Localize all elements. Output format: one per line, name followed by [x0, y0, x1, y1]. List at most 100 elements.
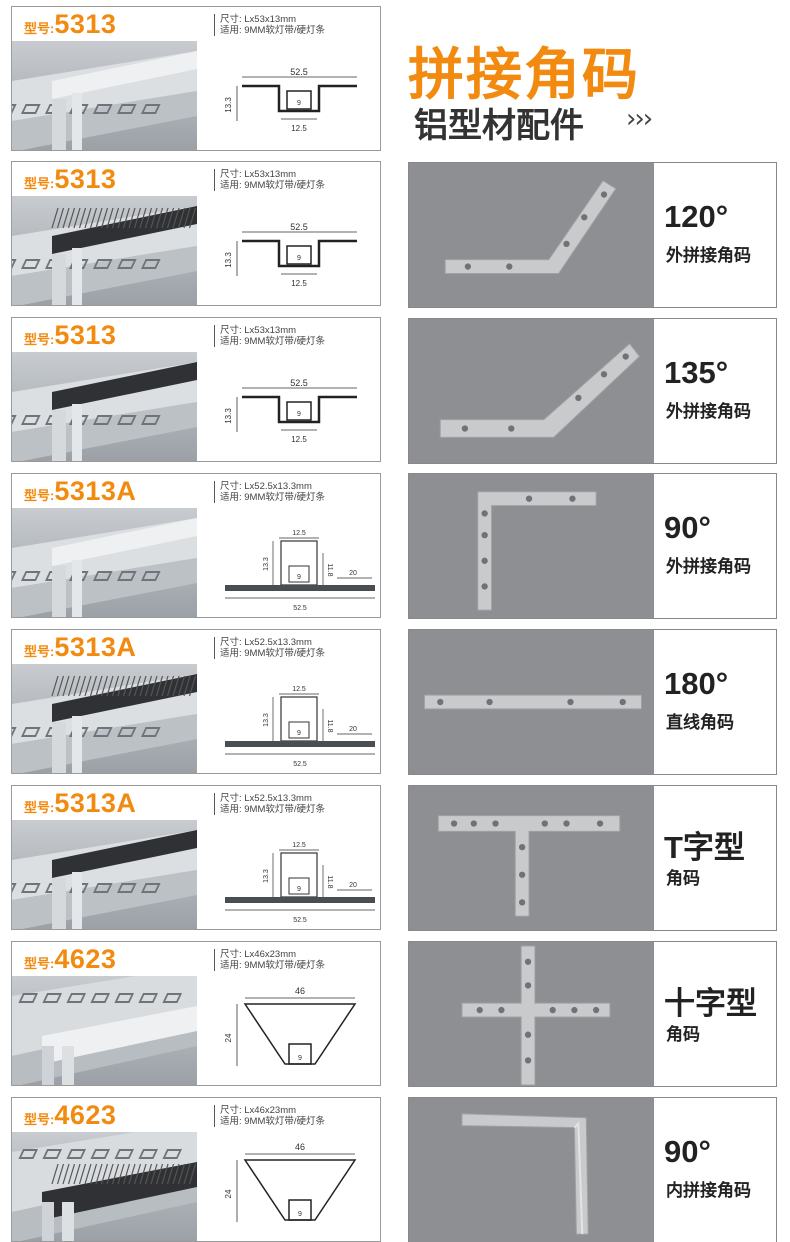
- dimension-label: 13.3: [263, 713, 270, 727]
- model-prefix: 型号:: [24, 1112, 55, 1127]
- dimension-label: 12.5: [291, 279, 307, 288]
- spec-block: 尺寸: Lx46x23mm 适用: 9MM软灯带/硬灯条: [214, 1105, 325, 1127]
- card-header: 型号:5313A 尺寸: Lx52.5x13.3mm 适用: 9MM软灯带/硬灯…: [12, 630, 380, 664]
- model-number: 5313A: [54, 788, 137, 818]
- model-prefix: 型号:: [24, 21, 55, 36]
- model-label: 型号:5313A: [24, 788, 136, 819]
- product-card: 型号:5313 尺寸: Lx53x13mm 适用: 9MM软灯带/硬灯条 52.…: [11, 6, 381, 151]
- dimension-label: 12.5: [292, 842, 306, 849]
- product-card: 型号:4623 尺寸: Lx46x23mm 适用: 9MM软灯带/硬灯条 46 …: [11, 1097, 381, 1242]
- dimension-label: 20: [349, 882, 357, 889]
- profile-photo: [12, 664, 197, 773]
- corner-plate-photo: [409, 163, 654, 307]
- spec-size: 尺寸: Lx46x23mm: [220, 949, 297, 960]
- spec-usage: 适用: 9MM软灯带/硬灯条: [220, 180, 326, 191]
- product-card: 型号:5313 尺寸: Lx53x13mm 适用: 9MM软灯带/硬灯条 52.…: [11, 161, 381, 306]
- dimension-label: 12.5: [291, 124, 307, 133]
- cross-section-drawing: 12.5 9 13.3 11.8 20 52.5: [197, 820, 380, 929]
- corner-label: 120° 外拼接角码: [664, 163, 776, 307]
- dimension-label: 52.5: [290, 378, 308, 388]
- dimension-label: 9: [297, 574, 301, 581]
- profile-photo: [12, 352, 197, 461]
- corner-angle: 135°: [664, 355, 729, 390]
- dimension-label: 52.5: [293, 761, 307, 768]
- model-number: 4623: [54, 944, 117, 974]
- corner-angle: 120°: [664, 199, 729, 234]
- corner-card: 180° 直线角码: [408, 629, 777, 775]
- spec-size: 尺寸: Lx52.5x13.3mm: [220, 793, 312, 804]
- corner-label: 135° 外拼接角码: [664, 319, 776, 463]
- corner-plate-photo: [409, 630, 654, 774]
- spec-block: 尺寸: Lx52.5x13.3mm 适用: 9MM软灯带/硬灯条: [214, 637, 325, 659]
- corner-plate-photo: [409, 786, 654, 930]
- spec-block: 尺寸: Lx53x13mm 适用: 9MM软灯带/硬灯条: [214, 14, 325, 36]
- header-arrows-icon: ›››: [626, 104, 653, 134]
- card-header: 型号:5313 尺寸: Lx53x13mm 适用: 9MM软灯带/硬灯条: [12, 7, 380, 41]
- card-header: 型号:4623 尺寸: Lx46x23mm 适用: 9MM软灯带/硬灯条: [12, 1098, 380, 1132]
- corner-type: 外拼接角码: [666, 402, 751, 422]
- dimension-label: 52.5: [293, 917, 307, 924]
- corner-type: 直线角码: [666, 713, 734, 733]
- spec-size: 尺寸: Lx53x13mm: [220, 169, 297, 180]
- spec-block: 尺寸: Lx53x13mm 适用: 9MM软灯带/硬灯条: [214, 169, 325, 191]
- product-card: 型号:5313A 尺寸: Lx52.5x13.3mm 适用: 9MM软灯带/硬灯…: [11, 629, 381, 774]
- corner-label: 180° 直线角码: [664, 630, 776, 774]
- corner-angle: T字型: [664, 830, 745, 865]
- corner-angle: 90°: [664, 1134, 711, 1169]
- header-title: 拼接角码: [408, 43, 640, 108]
- spec-block: 尺寸: Lx52.5x13.3mm 适用: 9MM软灯带/硬灯条: [214, 793, 325, 815]
- model-number: 5313A: [54, 476, 137, 506]
- corner-plate-photo: [409, 942, 654, 1086]
- model-number: 5313A: [54, 632, 137, 662]
- spec-block: 尺寸: Lx46x23mm 适用: 9MM软灯带/硬灯条: [214, 949, 325, 971]
- product-card: 型号:5313 尺寸: Lx53x13mm 适用: 9MM软灯带/硬灯条 52.…: [11, 317, 381, 462]
- model-label: 型号:5313: [24, 320, 116, 351]
- dimension-label: 11.8: [326, 719, 333, 732]
- corner-type: 内拼接角码: [666, 1181, 751, 1201]
- profile-photo: [12, 1132, 197, 1241]
- model-number: 4623: [54, 1100, 117, 1130]
- corner-plate-photo: [409, 1098, 654, 1242]
- card-header: 型号:5313 尺寸: Lx53x13mm 适用: 9MM软灯带/硬灯条: [12, 318, 380, 352]
- profile-photo: [12, 508, 197, 617]
- spec-usage: 适用: 9MM软灯带/硬灯条: [220, 804, 326, 815]
- dimension-label: 12.5: [292, 686, 306, 693]
- dimension-label: 13.3: [224, 252, 233, 268]
- product-card: 型号:4623 尺寸: Lx46x23mm 适用: 9MM软灯带/硬灯条 46 …: [11, 941, 381, 1086]
- model-label: 型号:4623: [24, 1100, 116, 1131]
- dimension-label: 9: [297, 100, 301, 107]
- model-prefix: 型号:: [24, 176, 55, 191]
- cross-section-drawing: 46 9 24: [197, 976, 380, 1085]
- dimension-label: 46: [295, 986, 305, 996]
- dimension-label: 9: [298, 1055, 302, 1062]
- dimension-label: 13.3: [224, 97, 233, 113]
- dimension-label: 12.5: [291, 435, 307, 444]
- dimension-label: 20: [349, 570, 357, 577]
- profile-photo: [12, 976, 197, 1085]
- dimension-label: 52.5: [293, 605, 307, 612]
- corner-card: 135° 外拼接角码: [408, 318, 777, 464]
- dimension-label: 12.5: [292, 530, 306, 537]
- model-label: 型号:5313: [24, 9, 116, 40]
- product-card: 型号:5313A 尺寸: Lx52.5x13.3mm 适用: 9MM软灯带/硬灯…: [11, 473, 381, 618]
- spec-usage: 适用: 9MM软灯带/硬灯条: [220, 1116, 326, 1127]
- spec-size: 尺寸: Lx46x23mm: [220, 1105, 297, 1116]
- dimension-label: 20: [349, 726, 357, 733]
- dimension-label: 13.3: [263, 869, 270, 883]
- dimension-label: 9: [297, 255, 301, 262]
- corner-card: 90° 内拼接角码: [408, 1097, 777, 1242]
- corner-label: T字型 角码: [664, 786, 776, 930]
- dimension-label: 9: [297, 730, 301, 737]
- spec-size: 尺寸: Lx52.5x13.3mm: [220, 481, 312, 492]
- card-header: 型号:5313A 尺寸: Lx52.5x13.3mm 适用: 9MM软灯带/硬灯…: [12, 474, 380, 508]
- corner-angle: 180°: [664, 666, 729, 701]
- cross-section-drawing: 52.5 9 13.3 12.5: [197, 196, 380, 305]
- model-number: 5313: [54, 164, 117, 194]
- dimension-label: 9: [297, 886, 301, 893]
- cross-section-drawing: 52.5 9 13.3 12.5: [197, 41, 380, 150]
- spec-usage: 适用: 9MM软灯带/硬灯条: [220, 336, 326, 347]
- corner-type: 角码: [666, 869, 700, 889]
- corner-type: 外拼接角码: [666, 246, 751, 266]
- corner-card: 120° 外拼接角码: [408, 162, 777, 308]
- model-prefix: 型号:: [24, 800, 55, 815]
